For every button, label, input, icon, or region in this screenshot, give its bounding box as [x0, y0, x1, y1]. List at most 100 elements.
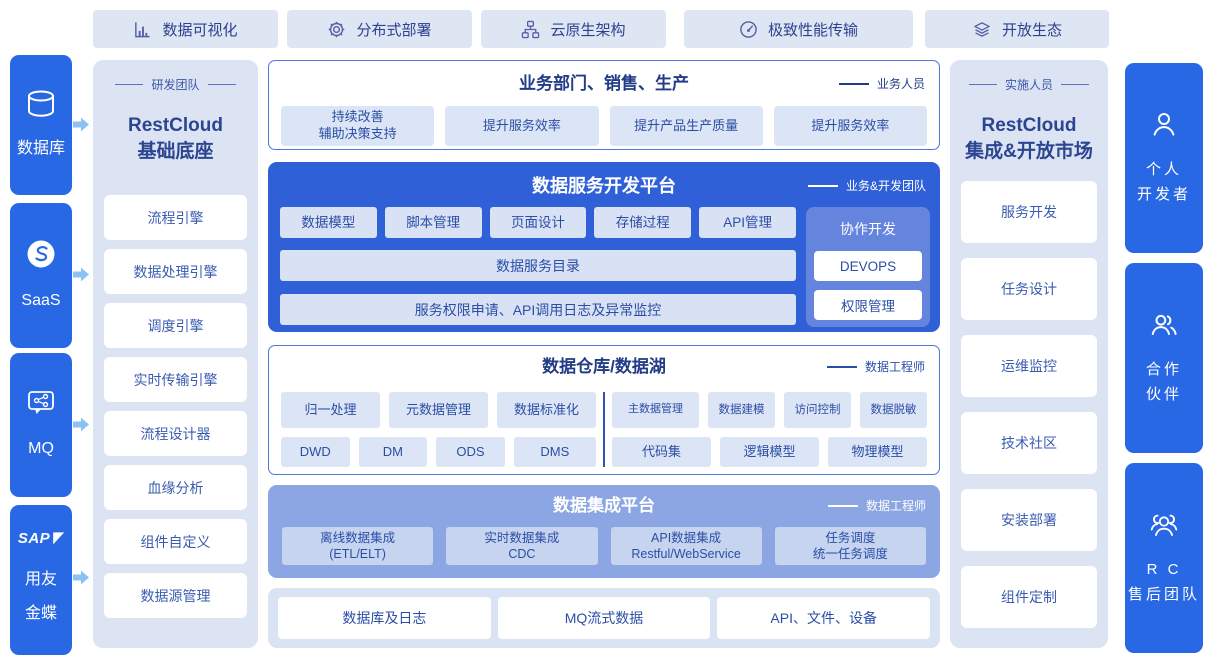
business-title-row: 业务部门、销售、生产 业务人员 — [269, 72, 939, 96]
panel-item: 流程设计器 — [104, 411, 247, 456]
tag-line — [968, 83, 997, 86]
rail-label: SaaS — [21, 292, 61, 310]
tab-open-ecosystem[interactable]: 开放生态 — [925, 10, 1109, 48]
panel-item: 调度引擎 — [104, 303, 247, 348]
tab-label: 数据可视化 — [162, 21, 238, 39]
panel-item: 实时传输引擎 — [104, 357, 247, 402]
warehouse-divider — [603, 392, 605, 467]
business-box: 业务部门、销售、生产 业务人员 持续改善 辅助决策支持 提升服务效率 提升产品生… — [268, 60, 940, 150]
gear-icon — [327, 20, 346, 39]
role-label: 数据工程师 — [864, 360, 925, 374]
rail-sap-erp: SAP 用友 金蝶 — [10, 505, 72, 655]
warehouse-item: ODS — [436, 437, 505, 467]
datasource-item: API、文件、设备 — [717, 597, 931, 639]
section-title: 数据服务开发平台 — [532, 176, 676, 196]
platform-module-item: 页面设计 — [489, 207, 587, 238]
tab-label: 极致性能传输 — [767, 21, 858, 39]
flow-arrow-icon — [73, 570, 89, 585]
platform-module-item: 存储过程 — [594, 207, 692, 238]
datasource-item: MQ流式数据 — [497, 597, 711, 639]
tab-cloud-native[interactable]: 云原生架构 — [481, 10, 666, 48]
warehouse-row: 归一处理 元数据管理 数据标准化 — [281, 392, 596, 428]
warehouse-item: DM — [358, 437, 428, 467]
tag-line — [827, 505, 858, 507]
team-label: 实施人员 — [1004, 78, 1053, 92]
panel-item: 运维监控 — [961, 335, 1097, 397]
warehouse-item: 物理模型 — [828, 437, 927, 467]
panel-item: 组件定制 — [961, 566, 1097, 628]
person-icon — [1149, 109, 1179, 144]
gauge-icon — [739, 20, 758, 39]
role-tag: 数据工程师 — [827, 494, 926, 518]
panel-item: 数据源管理 — [104, 573, 247, 618]
platform-body: 数据模型 脚本管理 页面设计 存储过程 API管理 数据服务目录 服务权限申请、… — [280, 207, 930, 327]
tag-line — [1061, 83, 1089, 86]
section-title: 数据集成平台 — [553, 496, 655, 515]
platform-module-row: 数据模型 脚本管理 页面设计 存储过程 API管理 — [280, 207, 796, 238]
warehouse-left-half: 归一处理 元数据管理 数据标准化 DWD DM ODS DMS — [281, 392, 597, 467]
warehouse-item: 数据标准化 — [497, 392, 596, 428]
tab-label: 分布式部署 — [356, 21, 432, 39]
role-tag: 数据工程师 — [826, 355, 925, 379]
warehouse-item: 数据建模 — [708, 392, 775, 428]
rail-after-sales-team: R C 售后团队 — [1125, 463, 1203, 653]
panel-item: 技术社区 — [961, 412, 1097, 474]
team-icon — [1148, 509, 1180, 544]
data-sources-strip: 数据库及日志 MQ流式数据 API、文件、设备 — [268, 588, 940, 648]
flow-arrow-icon — [73, 117, 89, 132]
rail-label: 用友 金蝶 — [24, 570, 57, 622]
tag-line — [807, 185, 838, 187]
section-title: 数据仓库/数据湖 — [542, 357, 666, 376]
panel-item: 流程引擎 — [104, 195, 247, 240]
integration-item: 任务调度 统一任务调度 — [774, 527, 926, 565]
warehouse-row: DWD DM ODS DMS — [281, 437, 597, 467]
datasource-item: 数据库及日志 — [278, 597, 491, 639]
panel-title: RestCloud 集成&开放市场 — [965, 115, 1093, 162]
integration-items: 离线数据集成 (ETL/ELT) 实时数据集成 CDC API数据集成 Rest… — [282, 527, 926, 565]
service-catalog-bar: 数据服务目录 — [280, 250, 796, 281]
platform-module-item: 脚本管理 — [384, 207, 482, 238]
bar-chart-icon — [133, 20, 152, 39]
tab-distributed-deployment[interactable]: 分布式部署 — [287, 10, 472, 48]
rail-saas: SaaS — [10, 203, 72, 348]
warehouse-grid: 归一处理 元数据管理 数据标准化 DWD DM ODS DMS 主数据管理 数据… — [281, 392, 927, 467]
rail-label: MQ — [28, 439, 54, 457]
implementation-panel: 实施人员 RestCloud 集成&开放市场 服务开发 任务设计 运维监控 技术… — [950, 60, 1108, 648]
integration-item: API数据集成 Restful/WebService — [610, 527, 762, 565]
rail-label: 合作 伙伴 — [1145, 360, 1182, 404]
warehouse-item: 归一处理 — [281, 392, 380, 428]
warehouse-row: 代码集 逻辑模型 物理模型 — [612, 437, 927, 467]
service-monitor-bar: 服务权限申请、API调用日志及异常监控 — [280, 294, 796, 325]
warehouse-item: 元数据管理 — [389, 392, 488, 428]
integration-title-row: 数据集成平台 数据工程师 — [268, 494, 940, 518]
tab-data-visualization[interactable]: 数据可视化 — [93, 10, 278, 48]
collab-item: 权限管理 — [814, 290, 922, 320]
flow-arrow-icon — [73, 417, 89, 432]
database-icon — [23, 89, 59, 124]
panel-item: 数据处理引擎 — [104, 249, 247, 294]
partners-icon — [1149, 309, 1179, 344]
tab-label: 开放生态 — [1001, 21, 1062, 39]
business-benefit-item: 提升产品生产质量 — [609, 106, 763, 146]
warehouse-title-row: 数据仓库/数据湖 数据工程师 — [269, 355, 939, 379]
warehouse-row: 主数据管理 数据建模 访问控制 数据脱敏 — [612, 392, 927, 428]
integration-item: 实时数据集成 CDC — [446, 527, 598, 565]
tag-line — [207, 83, 236, 86]
section-title: 业务部门、销售、生产 — [519, 74, 689, 93]
engine-list: 流程引擎 数据处理引擎 调度引擎 实时传输引擎 流程设计器 血缘分析 组件自定义… — [104, 195, 247, 618]
panel-item: 组件自定义 — [104, 519, 247, 564]
platform-module-item: 数据模型 — [280, 207, 377, 238]
business-benefits: 持续改善 辅助决策支持 提升服务效率 提升产品生产质量 提升服务效率 — [281, 106, 927, 146]
role-label: 业务人员 — [876, 77, 925, 91]
warehouse-item: 主数据管理 — [612, 392, 699, 428]
data-service-platform-box: 数据服务开发平台 业务&开发团队 数据模型 脚本管理 页面设计 存储过程 API… — [268, 162, 940, 332]
panel-item: 安装部署 — [961, 489, 1097, 551]
sap-logo-icon: SAP — [18, 530, 65, 547]
platform-modules: 数据模型 脚本管理 页面设计 存储过程 API管理 数据服务目录 服务权限申请、… — [280, 207, 796, 327]
service-list: 服务开发 任务设计 运维监控 技术社区 安装部署 组件定制 — [961, 181, 1097, 628]
sitemap-icon — [521, 20, 540, 39]
tag-line — [838, 83, 869, 85]
tab-performance-transfer[interactable]: 极致性能传输 — [684, 10, 913, 48]
flow-arrow-icon — [73, 267, 89, 282]
